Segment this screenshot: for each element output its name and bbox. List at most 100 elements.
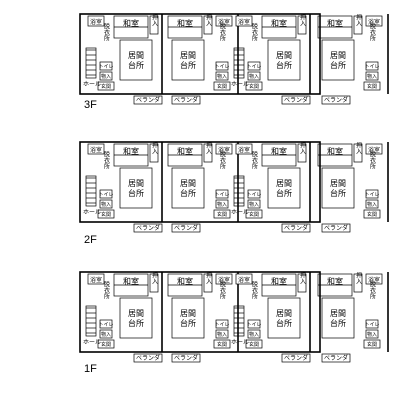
veranda-box — [281, 353, 311, 363]
veranda-label: ベランダ — [174, 354, 198, 362]
storage-label: 物入 — [101, 201, 111, 208]
living-label: 居間 — [128, 51, 144, 60]
toilet-label: トイレ — [214, 64, 229, 70]
unit-4: 浴室和室押入居間台所脱衣所トイレ物入玄関ベランダ — [317, 13, 389, 105]
toilet-box — [215, 61, 229, 71]
entrance-box — [97, 81, 115, 91]
floor-label: 1F — [84, 363, 97, 375]
veranda-label: ベランダ — [136, 354, 160, 362]
entrance-box — [213, 339, 231, 349]
toilet-label: トイレ — [214, 322, 229, 328]
bath-room-label: 浴室 — [218, 146, 230, 154]
dressing-label: 脱衣所 — [369, 280, 376, 300]
living-label: 居間 — [128, 309, 144, 318]
toilet-box — [215, 189, 229, 199]
kitchen-label: 台所 — [180, 188, 196, 198]
toilet-box — [365, 189, 379, 199]
living-room — [321, 39, 355, 81]
kitchen-label: 台所 — [276, 188, 292, 198]
oshiire-label: 押入 — [205, 141, 212, 154]
oshiire-label: 押入 — [355, 13, 362, 26]
oshiire-box — [353, 143, 363, 163]
entrance-label: 玄関 — [367, 341, 377, 348]
storage-box — [365, 71, 379, 81]
washitsu-label: 和室 — [327, 18, 343, 28]
toilet-box — [365, 319, 379, 329]
floor-3f: 浴室和室押入居間台所脱衣所トイレ物入玄関ベランダホール浴室和室押入居間台所脱衣所… — [79, 13, 389, 105]
living-room — [171, 297, 205, 339]
washitsu-label: 和室 — [177, 146, 193, 156]
floor-1f: 浴室和室押入居間台所脱衣所トイレ物入玄関ベランダホール浴室和室押入居間台所脱衣所… — [79, 271, 389, 363]
storage-label: 物入 — [217, 331, 227, 338]
veranda-box — [171, 223, 201, 233]
veranda-label: ベランダ — [284, 354, 308, 362]
dressing-label: 脱衣所 — [251, 280, 258, 300]
washitsu-label: 和室 — [271, 146, 287, 156]
veranda-label: ベランダ — [136, 96, 160, 104]
toilet-box — [247, 61, 261, 71]
washitsu-label: 和室 — [123, 276, 139, 286]
veranda-label: ベランダ — [174, 224, 198, 232]
storage-box — [99, 71, 113, 81]
storage-label: 物入 — [249, 201, 259, 208]
veranda-label: ベランダ — [284, 96, 308, 104]
living-room — [119, 167, 153, 209]
bath-room-box — [235, 143, 253, 155]
entrance-box — [363, 209, 381, 219]
unit-4: 浴室和室押入居間台所脱衣所トイレ物入玄関ベランダ — [317, 141, 389, 233]
veranda-label: ベランダ — [324, 96, 348, 104]
entrance-label: 玄関 — [101, 83, 111, 90]
living-room — [267, 167, 301, 209]
oshiire-label: 押入 — [151, 141, 158, 154]
oshiire-box — [203, 15, 213, 35]
storage-box — [247, 199, 261, 209]
storage-box — [247, 329, 261, 339]
toilet-label: トイレ — [246, 192, 261, 198]
living-room — [267, 297, 301, 339]
unit-2: 浴室和室押入居間台所脱衣所トイレ物入玄関ベランダ — [167, 271, 239, 363]
storage-box — [365, 199, 379, 209]
kitchen-label: 台所 — [180, 318, 196, 328]
toilet-label: トイレ — [246, 64, 261, 70]
dressing-label: 脱衣所 — [251, 150, 258, 170]
toilet-box — [99, 61, 113, 71]
entrance-label: 玄関 — [249, 211, 259, 218]
bath-room-box — [365, 15, 383, 27]
oshiire-label: 押入 — [355, 271, 362, 284]
storage-label: 物入 — [249, 331, 259, 338]
kitchen-label: 台所 — [276, 60, 292, 70]
living-label: 居間 — [180, 51, 196, 60]
washitsu-label: 和室 — [123, 146, 139, 156]
kitchen-label: 台所 — [180, 60, 196, 70]
toilet-box — [99, 189, 113, 199]
living-room — [267, 39, 301, 81]
entrance-box — [245, 339, 263, 349]
dressing-label: 脱衣所 — [369, 22, 376, 42]
toilet-box — [365, 61, 379, 71]
storage-label: 物入 — [367, 201, 377, 208]
storage-label: 物入 — [217, 201, 227, 208]
bath-room-box — [87, 273, 105, 285]
unit-2: 浴室和室押入居間台所脱衣所トイレ物入玄関ベランダ — [167, 13, 239, 105]
living-room — [171, 39, 205, 81]
floor-label: 3F — [84, 99, 97, 111]
veranda-label: ベランダ — [324, 224, 348, 232]
storage-label: 物入 — [367, 331, 377, 338]
floor-2f: 浴室和室押入居間台所脱衣所トイレ物入玄関ベランダホール浴室和室押入居間台所脱衣所… — [79, 141, 389, 233]
veranda-box — [171, 95, 201, 105]
bath-room-label: 浴室 — [90, 146, 102, 154]
stair — [233, 305, 245, 337]
hall-label: ホール — [83, 339, 101, 346]
living-label: 居間 — [276, 179, 292, 188]
dressing-label: 脱衣所 — [219, 150, 226, 170]
toilet-label: トイレ — [364, 322, 379, 328]
storage-box — [99, 329, 113, 339]
entrance-label: 玄関 — [101, 341, 111, 348]
kitchen-label: 台所 — [276, 318, 292, 328]
stair — [233, 47, 245, 79]
bath-room-label: 浴室 — [368, 146, 380, 154]
toilet-label: トイレ — [246, 322, 261, 328]
entrance-label: 玄関 — [367, 83, 377, 90]
toilet-box — [247, 319, 261, 329]
entrance-box — [363, 81, 381, 91]
